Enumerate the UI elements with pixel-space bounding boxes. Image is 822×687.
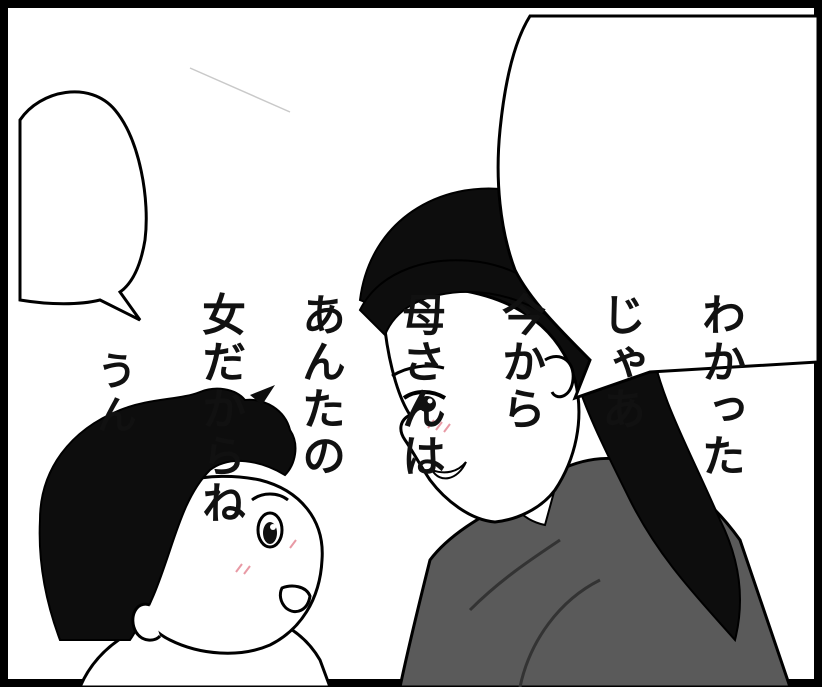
dialogue-line: 今から: [494, 292, 545, 433]
speed-line: [189, 67, 291, 113]
speech-bubble-boy: [18, 90, 148, 322]
woman-dialogue: わかった じゃあ 今から 母さんは あんたの 女だからね: [144, 76, 794, 527]
woman-eye: [402, 390, 447, 400]
speech-bubble-woman: [496, 14, 820, 401]
boy-blush: [235, 539, 297, 575]
dialogue-line: あんたの: [294, 292, 345, 480]
woman-ear: [544, 354, 575, 399]
woman-mouth: [429, 461, 467, 480]
dialogue-line: 母さんは: [394, 292, 445, 480]
dialogue-line: うん: [90, 350, 136, 438]
boy-dialogue: うん: [44, 150, 182, 438]
dialogue-line: 女だからね: [194, 292, 245, 527]
boy-ear: [131, 602, 162, 642]
dialogue-line: わかった: [694, 292, 745, 480]
dialogue-line: じゃあ: [594, 292, 645, 433]
woman-blush: [427, 419, 451, 433]
woman-face: [383, 287, 581, 524]
boy-mouth: [278, 584, 312, 613]
